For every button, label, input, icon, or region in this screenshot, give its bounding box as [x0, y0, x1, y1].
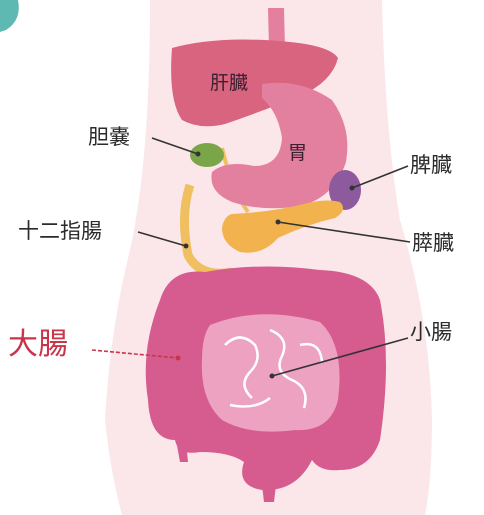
gallbladder-shape	[190, 143, 224, 167]
corner-accent-shape	[0, 0, 19, 32]
dot-pancreas	[276, 220, 281, 225]
stomach-label: 胃	[288, 144, 307, 163]
dot-duodenum	[184, 244, 189, 249]
pancreas-label: 膵臓	[412, 233, 454, 254]
small-intestine-shape	[202, 314, 340, 431]
rectum-shape	[262, 485, 276, 502]
dot-small-intestine	[270, 374, 275, 379]
dot-gallbladder	[196, 152, 201, 157]
spleen-label: 脾臓	[410, 155, 452, 176]
small-intestine-label: 小腸	[410, 322, 452, 343]
dot-large-intestine	[176, 356, 181, 361]
large-intestine-label: 大腸	[8, 330, 68, 360]
gallbladder-label: 胆嚢	[88, 127, 130, 148]
duodenum-label: 十二指腸	[18, 221, 102, 242]
liver-label: 肝臓	[210, 74, 248, 93]
dot-spleen	[350, 186, 355, 191]
